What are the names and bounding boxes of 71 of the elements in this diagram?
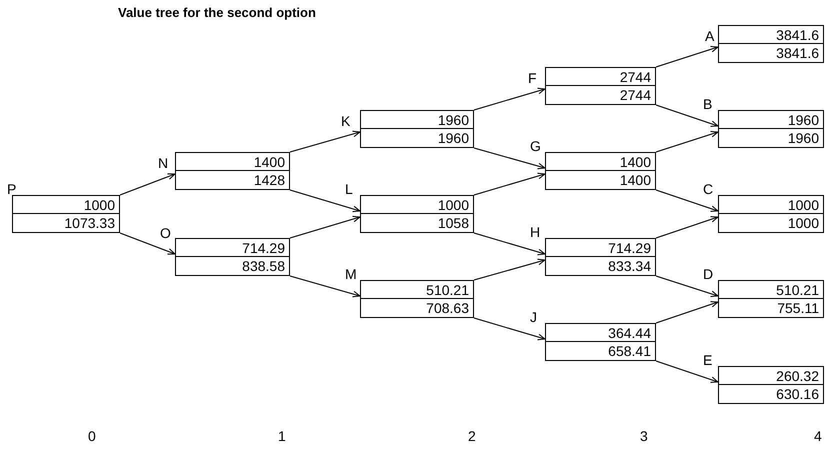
period-label: 3 <box>640 428 648 444</box>
value-cell: 1000 <box>13 196 119 214</box>
period-label: 4 <box>814 428 822 444</box>
arrow <box>474 148 546 170</box>
arrow <box>474 258 546 280</box>
node-letter: M <box>345 266 357 282</box>
value-cell: 714.29 <box>546 239 655 257</box>
node-letter: C <box>703 181 714 197</box>
node-letter: G <box>530 138 541 154</box>
option-value-cell-text: 1960 <box>786 129 820 147</box>
arrow <box>474 318 546 340</box>
arrow <box>656 301 718 324</box>
node-letter: P <box>7 181 16 197</box>
option-value-cell-text: 630.16 <box>775 385 820 403</box>
option-value-cell-text: 1073.33 <box>63 214 116 232</box>
value-cell: 1400 <box>546 153 655 171</box>
node-letter: J <box>530 309 537 325</box>
value-cell: 2744 <box>546 68 655 86</box>
node-letter: B <box>703 96 712 112</box>
value-cell: 1960 <box>719 111 823 129</box>
value-cell: 1000 <box>719 196 823 214</box>
option-value-cell-text: 1400 <box>618 171 652 189</box>
node-letter: H <box>530 224 540 240</box>
option-value-cell-text: 833.34 <box>607 257 652 275</box>
option-value-cell-text: 658.41 <box>607 342 652 360</box>
period-label: 0 <box>88 428 96 444</box>
option-value-cell-text: 2744 <box>618 86 652 104</box>
arrow <box>656 46 718 68</box>
node-letter: A <box>705 28 714 44</box>
chart-title: Value tree for the second option <box>118 5 316 20</box>
option-value-cell-text: 3841.6 <box>775 44 820 62</box>
arrow <box>656 131 718 152</box>
arrow <box>290 216 360 238</box>
arrow <box>290 130 360 152</box>
arrow <box>656 216 718 238</box>
value-cell: 260.32 <box>719 367 823 385</box>
option-value-cell-text: 708.63 <box>425 299 470 317</box>
arrow <box>656 190 718 212</box>
node-letter: L <box>345 181 353 197</box>
node-letter: K <box>341 113 350 129</box>
arrow <box>656 276 718 297</box>
node-letter: E <box>703 352 712 368</box>
value-cell: 364.44 <box>546 324 655 342</box>
option-value-cell-text: 1000 <box>786 214 820 232</box>
arrow <box>290 276 360 298</box>
option-value-cell-text: 755.11 <box>776 299 820 317</box>
node-letter: D <box>703 266 714 282</box>
arrow <box>120 232 176 255</box>
value-cell: 714.29 <box>176 239 289 257</box>
node-letter: N <box>158 155 168 171</box>
option-value-cell-text: 838.58 <box>241 257 286 275</box>
period-label: 1 <box>278 428 286 444</box>
value-cell: 1960 <box>361 111 473 129</box>
value-cell: 1000 <box>361 196 473 214</box>
node-letter: O <box>160 225 171 241</box>
value-cell: 510.21 <box>719 281 823 299</box>
option-value-cell-text: 1058 <box>436 214 470 232</box>
arrow <box>656 360 718 383</box>
arrow <box>474 88 546 110</box>
option-value-cell-text: 1428 <box>252 171 286 189</box>
period-label: 2 <box>468 428 476 444</box>
arrow <box>474 172 546 196</box>
option-value-cell-text: 1960 <box>436 129 470 147</box>
arrow <box>290 190 360 212</box>
arrow <box>120 173 176 196</box>
value-cell: 3841.6 <box>719 26 823 44</box>
node-letter: F <box>528 70 537 86</box>
value-cell: 510.21 <box>361 281 473 299</box>
arrow <box>656 104 718 127</box>
arrow <box>474 232 546 256</box>
value-cell: 1400 <box>176 153 289 171</box>
